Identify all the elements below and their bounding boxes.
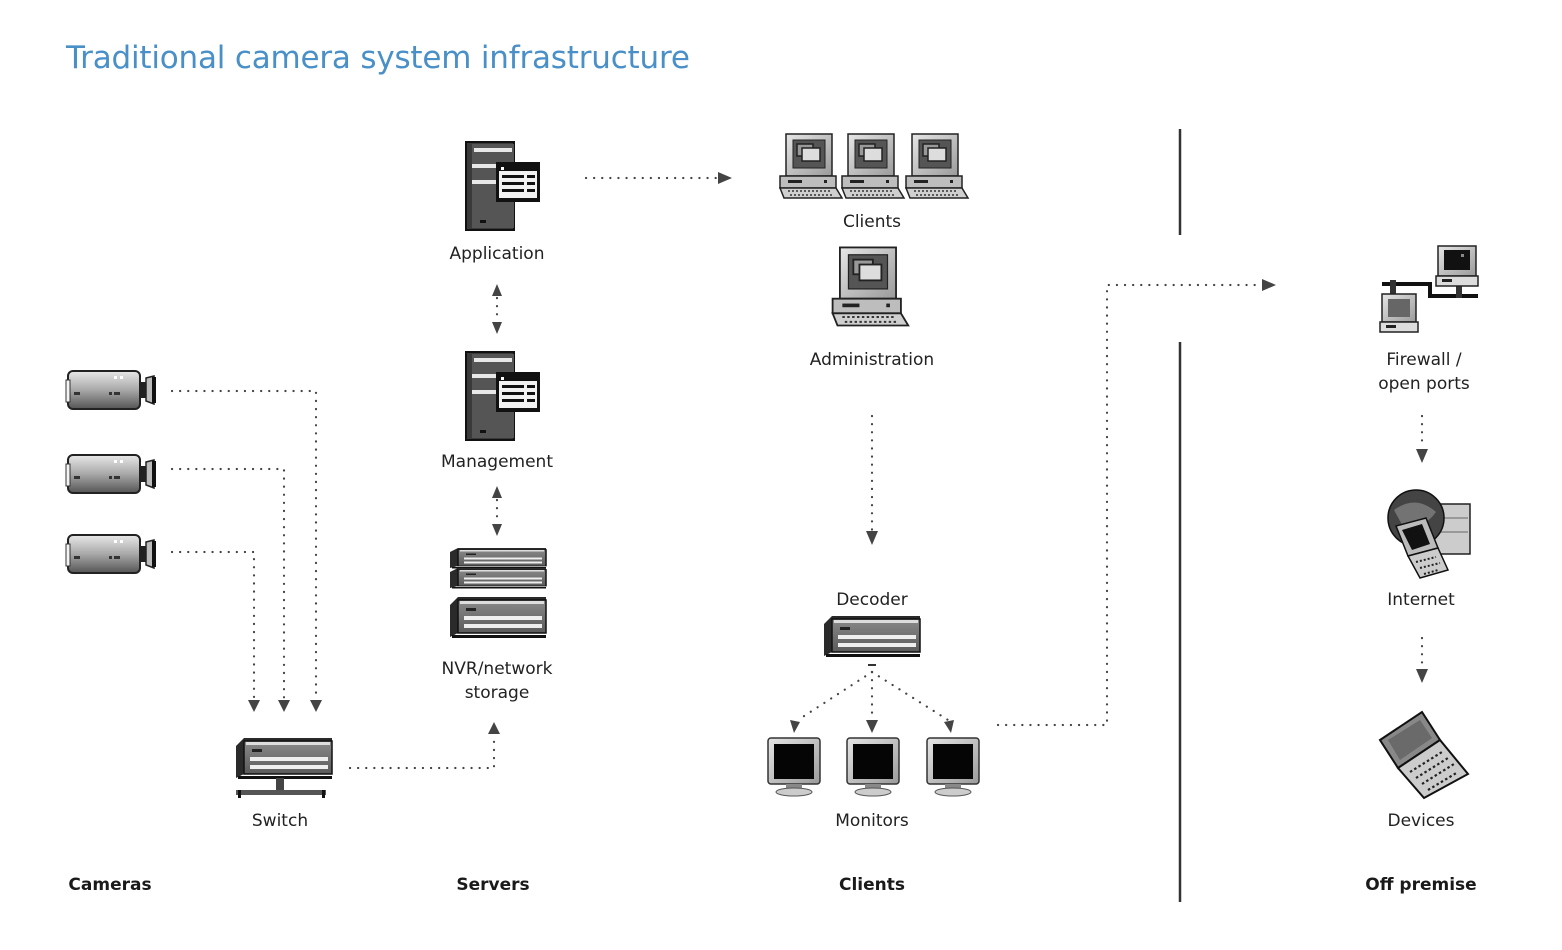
management-server-icon: [465, 351, 541, 441]
decoder-port: [868, 664, 876, 666]
monitors-label: Monitors: [835, 811, 909, 831]
section-cameras: Cameras: [68, 875, 151, 895]
video-camera-icon: [65, 370, 157, 410]
section-off-premise: Off premise: [1365, 875, 1476, 895]
firewall-label-line1: Firewall /: [1386, 350, 1462, 370]
application-server-icon: [465, 141, 541, 231]
section-clients: Clients: [839, 875, 905, 895]
administration-label: Administration: [810, 350, 934, 370]
diagram-title: Traditional camera system infrastructure: [66, 40, 690, 76]
desktop-computer-icon: [905, 133, 969, 199]
internet-label: Internet: [1387, 590, 1455, 610]
nvr-label-line2: storage: [465, 683, 530, 703]
laptop-icon: [1378, 710, 1470, 800]
decoder-box-icon: [823, 615, 921, 658]
application-label: Application: [450, 244, 545, 264]
globe-computer-icon: [1387, 489, 1471, 579]
connection-camera-2-switch: [170, 467, 286, 702]
connection-switch-nvr: [348, 732, 496, 770]
arrowhead: [1416, 669, 1428, 683]
arrowhead: [492, 486, 502, 498]
connection-camera-1-switch: [170, 389, 318, 702]
firewall-label-line2: open ports: [1378, 374, 1470, 394]
connection-monitors-firewall: [996, 283, 1264, 727]
management-label: Management: [441, 452, 553, 472]
devices-label: Devices: [1388, 811, 1455, 831]
desktop-computer-icon: [779, 133, 843, 199]
admin-computer-icon: [831, 246, 910, 327]
decoder-label: Decoder: [836, 590, 908, 610]
arrowhead: [1416, 449, 1428, 463]
arrowhead: [488, 722, 500, 734]
arrowhead: [790, 720, 800, 733]
arrowhead: [492, 284, 502, 296]
switch-label: Switch: [252, 811, 308, 831]
section-servers: Servers: [456, 875, 529, 895]
connection-decoder-monitor-1: [796, 670, 874, 722]
video-camera-icon: [65, 454, 157, 494]
connection-decoder-monitor-3: [870, 670, 950, 722]
network-switch-icon: [235, 737, 333, 798]
arrowhead: [492, 524, 502, 536]
clients-label: Clients: [843, 212, 901, 232]
arrowhead: [310, 700, 322, 712]
monitor-icon: [926, 737, 980, 797]
storage-rack-icon: [449, 547, 547, 639]
connection-camera-3-switch: [170, 550, 256, 702]
monitor-icon: [846, 737, 900, 797]
desktop-computer-icon: [841, 133, 905, 199]
network-computers-icon: [1379, 245, 1479, 333]
arrowhead: [866, 720, 878, 733]
arrowhead: [248, 700, 260, 712]
arrowhead: [492, 322, 502, 334]
nvr-label-line1: NVR/network: [442, 659, 553, 679]
video-camera-icon: [65, 534, 157, 574]
arrowhead: [718, 172, 732, 184]
arrowhead: [278, 700, 290, 712]
monitor-icon: [767, 737, 821, 797]
arrowhead: [866, 531, 878, 545]
arrowhead: [944, 720, 954, 733]
arrowhead: [1262, 279, 1276, 291]
